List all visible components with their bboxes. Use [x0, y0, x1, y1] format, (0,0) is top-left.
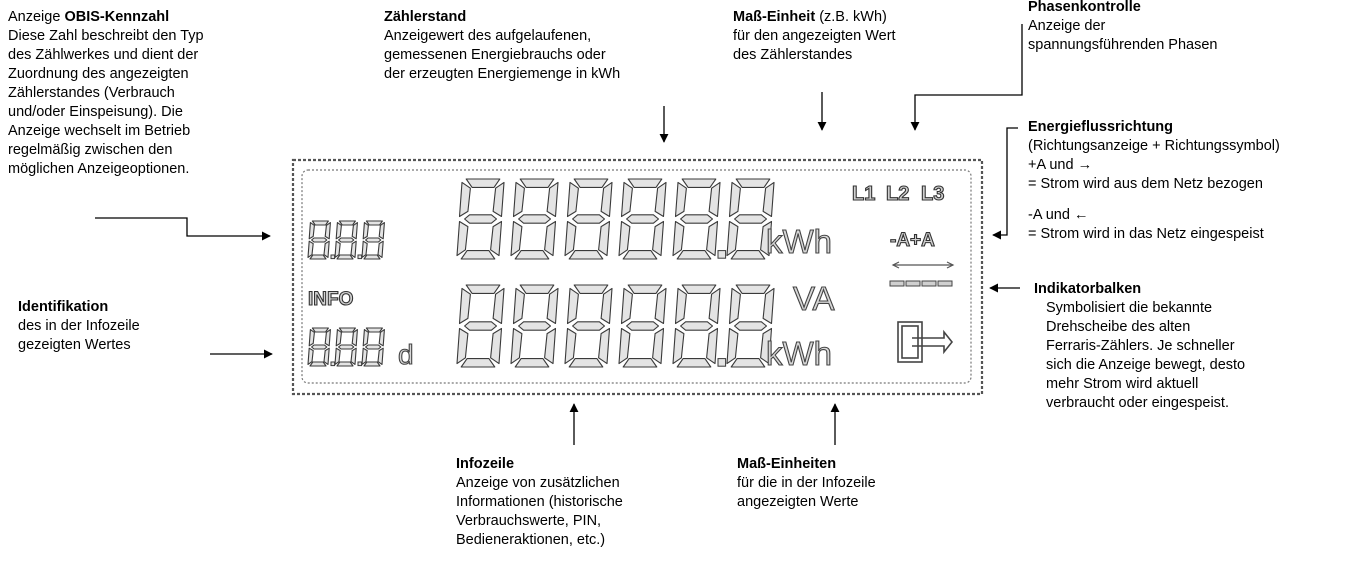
annotation-masseinheit: Maß-Einheit (z.B. kWh) für den angezeigt…	[733, 8, 896, 65]
obis-line: des Zählwerkes und dient der	[8, 47, 199, 63]
energiefluss-connector	[992, 127, 1018, 240]
obis-prefix: Anzeige	[8, 9, 65, 25]
obis-line: und/oder Einspeisung). Die	[8, 104, 183, 120]
phasen-line: Anzeige der	[1028, 18, 1106, 34]
info-main-digit	[618, 284, 667, 368]
zaehlerstand-title: Zählerstand	[384, 9, 467, 25]
masseinheit-line: des Zählerstandes	[733, 47, 853, 63]
unit-kwh-bottom: kWh	[766, 335, 832, 372]
lcd-outer-frame	[291, 158, 984, 396]
energiefluss-line: (Richtungsanzeige + Richtungssymbol)	[1028, 138, 1280, 154]
unit-kwh-top: kWh	[766, 223, 832, 260]
identifikation-title: Identifikation	[18, 299, 109, 315]
info-main-digit	[726, 284, 775, 368]
phasen-title: Phasenkontrolle	[1028, 0, 1141, 15]
main-digit	[672, 178, 727, 260]
energiefluss-line: = Strom wird in das Netz eingespeist	[1028, 226, 1264, 242]
annotation-indikator: Indikatorbalken Symbolisiert die bekannt…	[1034, 280, 1245, 413]
indikator-line: mehr Strom wird aktuell	[1046, 376, 1199, 392]
annotation-phasen: Phasenkontrolle Anzeige der spannungsfüh…	[1028, 0, 1217, 55]
indikator-line: Symbolisiert die bekannte	[1046, 300, 1213, 316]
main-digit	[618, 178, 667, 260]
segment-digits	[307, 178, 775, 368]
obis-line: Anzeige wechselt im Betrieb	[8, 123, 191, 139]
energiefluss-line	[1028, 194, 1280, 206]
zaehlerstand-line: Anzeigewert des aufgelaufenen,	[384, 28, 592, 44]
info-suffix-d: d	[398, 339, 414, 370]
energiefluss-line: -A und ←	[1028, 207, 1089, 223]
info-digit	[334, 327, 363, 367]
obis-digit	[361, 220, 385, 260]
obis-line: Diese Zahl beschreibt den Typ	[8, 28, 204, 44]
masseinheit-title: Maß-Einheit	[733, 9, 816, 25]
indikator-line: sich die Anzeige bewegt, desto	[1046, 357, 1246, 373]
zaehlerstand-line: gemessenen Energiebrauchs oder	[384, 47, 606, 63]
main-digit	[726, 178, 775, 260]
masseinheiten-title: Maß-Einheiten	[737, 456, 837, 472]
energiefluss-line: = Strom wird aus dem Netz bezogen	[1028, 176, 1263, 192]
obis-title: OBIS-Kennzahl	[64, 9, 170, 25]
phase-l1: L1	[852, 183, 875, 205]
obis-line: regelmäßig zwischen den	[8, 142, 173, 158]
annotation-infozeile: Infozeile Anzeige von zusätzlichen Infor…	[456, 455, 623, 550]
info-label: INFO	[308, 289, 353, 310]
obis-line: Zählerstandes (Verbrauch	[8, 85, 175, 101]
obis-line: Zuordnung des angezeigten	[8, 66, 189, 82]
indikator-title: Indikatorbalken	[1034, 281, 1142, 297]
infozeile-line: Informationen (historische	[456, 494, 623, 510]
infozeile-line: Verbrauchswerte, PIN,	[456, 513, 602, 529]
masseinheiten-line: angezeigten Werte	[737, 494, 859, 510]
indikator-line: Drehscheibe des alten	[1046, 319, 1191, 335]
info-main-digit	[672, 284, 727, 368]
unit-va: VA	[793, 280, 835, 317]
phasen-connector	[910, 24, 1023, 131]
annotation-zaehlerstand: Zählerstand Anzeigewert des aufgelaufene…	[384, 8, 620, 84]
indicator-bars	[889, 280, 953, 287]
indikator-line: Ferraris-Zählers. Je schneller	[1046, 338, 1235, 354]
phase-l3: L3	[921, 183, 944, 205]
masseinheit-title-suffix: (z.B. kWh)	[815, 9, 887, 25]
zaehlerstand-line: der erzeugten Energiemenge in kWh	[384, 66, 621, 82]
masseinheit-line: für den angezeigten Wert	[733, 28, 896, 44]
masseinheiten-line: für die in der Infozeile	[737, 475, 876, 491]
lcd-inner-frame	[301, 169, 972, 384]
identifikation-line: des in der Infozeile	[18, 318, 140, 334]
infozeile-line: Bedieneraktionen, etc.)	[456, 532, 606, 548]
annotation-identifikation: Identifikation des in der Infozeile geze…	[18, 298, 140, 355]
info-main-digit	[510, 284, 559, 368]
indikator-line: verbraucht oder eingespeist.	[1046, 395, 1229, 411]
infozeile-title: Infozeile	[456, 456, 515, 472]
energiefluss-title: Energieflussrichtung	[1028, 119, 1174, 135]
infozeile-line: Anzeige von zusätzlichen	[456, 475, 620, 491]
annotation-obis: Anzeige OBIS-Kennzahl Diese Zahl beschre…	[8, 8, 204, 179]
main-digit	[564, 178, 613, 260]
info-main-digit	[564, 284, 613, 368]
obis-digit	[307, 220, 336, 260]
meter-icon	[897, 321, 954, 363]
identifikation-line: gezeigten Wertes	[18, 337, 131, 353]
energiefluss-line: +A und →	[1028, 157, 1093, 173]
annotation-masseinheiten: Maß-Einheiten für die in der Infozeile a…	[737, 455, 876, 512]
info-digit	[361, 327, 385, 367]
main-digit	[510, 178, 559, 260]
info-digit	[307, 327, 336, 367]
main-digit	[456, 178, 505, 260]
obis-connector	[95, 217, 271, 241]
direction-indicator: -A+A	[890, 230, 935, 251]
direction-arrows-icon	[891, 261, 955, 269]
phasen-line: spannungsführenden Phasen	[1028, 37, 1218, 53]
phase-l2: L2	[886, 183, 909, 205]
obis-digit	[334, 220, 363, 260]
obis-line: möglichen Anzeigeoptionen.	[8, 161, 190, 177]
annotation-energiefluss: Energieflussrichtung (Richtungsanzeige +…	[1028, 118, 1280, 244]
info-main-digit	[456, 284, 505, 368]
